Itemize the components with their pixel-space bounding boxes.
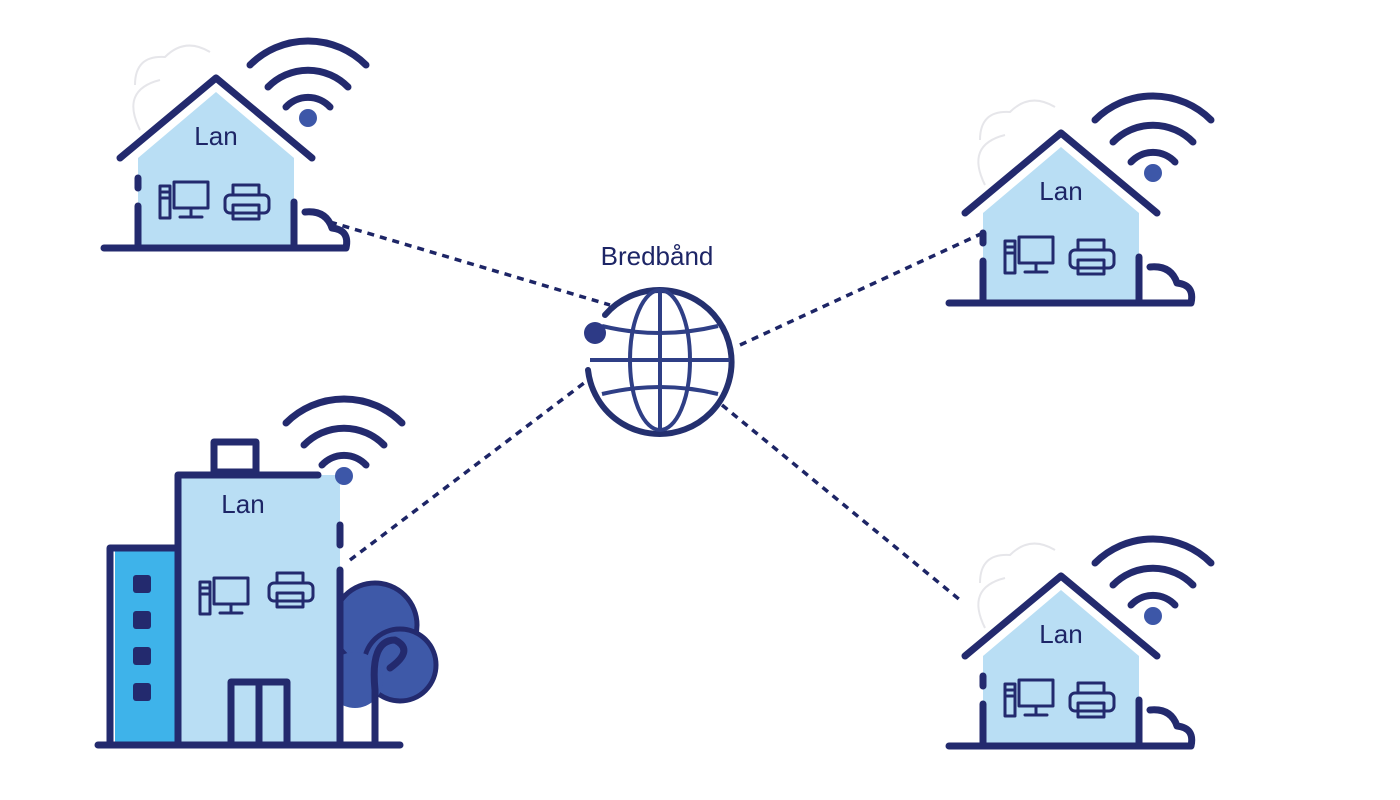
wifi-icon	[250, 41, 366, 107]
lan-label: Lan	[1039, 619, 1082, 649]
wifi-icon	[286, 399, 402, 465]
link-top-right	[739, 230, 986, 347]
house-top-right: Lan	[945, 96, 1211, 307]
broadband-label: Bredbånd	[601, 241, 714, 271]
broadband-hub: Bredbånd	[584, 241, 735, 437]
wifi-dot	[299, 109, 317, 127]
lan-label: Lan	[194, 121, 237, 151]
house-bottom-right: Lan	[945, 539, 1211, 750]
lan-label: Lan	[221, 489, 264, 519]
lan-label: Lan	[1039, 176, 1082, 206]
wifi-dot	[1144, 607, 1162, 625]
wifi-icon	[1095, 96, 1211, 162]
office-bottom-left: Lan	[94, 399, 439, 749]
globe-icon	[584, 287, 735, 437]
house-top-left: Lan	[100, 41, 366, 252]
wifi-dot	[335, 467, 353, 485]
wifi-dot	[1144, 164, 1162, 182]
link-bottom-left	[348, 378, 590, 562]
link-bottom-right	[720, 403, 962, 602]
wifi-icon	[1095, 539, 1211, 605]
link-top-left	[329, 220, 611, 307]
